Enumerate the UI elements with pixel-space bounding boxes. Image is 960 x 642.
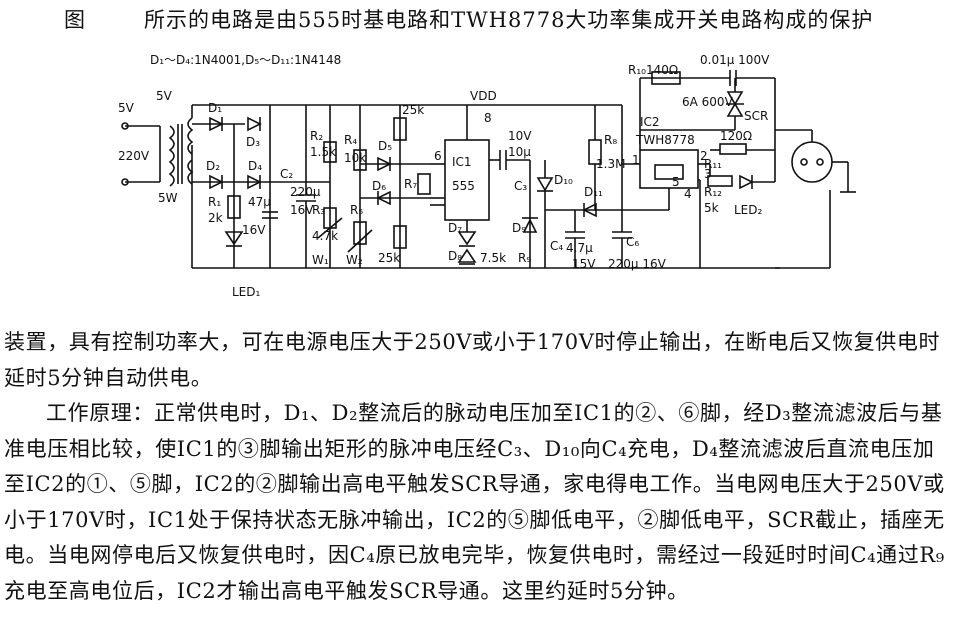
- label-ic2-pin3: 3: [704, 167, 712, 181]
- label-w2-value: 25k: [378, 251, 400, 265]
- label-r2: R₂: [310, 129, 323, 143]
- label-r7: R₇: [404, 177, 417, 191]
- label-ic2-pin1: 1: [632, 153, 640, 167]
- label-r10: R₁₀140Ω: [628, 63, 678, 77]
- label-d2: D₂: [206, 159, 220, 173]
- label-led1: LED₁: [232, 285, 261, 299]
- circuit-schematic: D₁～D₄:1N4001,D₅～D₁₁:1N4148 5V 5V 220V 5W…: [118, 53, 856, 299]
- label-snubber-cap: 0.01μ 100V: [700, 53, 770, 67]
- label-ic1: IC1: [452, 155, 472, 169]
- label-ic2: IC2: [640, 115, 660, 129]
- caption-text: 所示的电路是由555时基电路和TWH8778大功率集成开关电路构成的保护: [144, 8, 874, 32]
- label-r5-value: 25k: [402, 103, 424, 117]
- label-d5: D₅: [378, 139, 392, 153]
- label-twh8778: TWH8778: [635, 133, 695, 147]
- label-220v: 220V: [118, 149, 150, 163]
- label-15v: 15V: [572, 257, 596, 271]
- label-c4: C₄: [550, 239, 563, 253]
- label-d10: D₁₀: [554, 173, 573, 187]
- label-c3-cap: 10μ: [508, 145, 531, 159]
- label-c2-value: 47μ: [248, 195, 271, 209]
- label-r1-value: 2k: [208, 211, 223, 225]
- label-d3: D₃: [246, 135, 260, 149]
- label-5w: 5W: [158, 191, 178, 205]
- label-r3: R₃: [312, 203, 325, 217]
- label-ic1-pin8: 8: [484, 111, 492, 125]
- label-r12-value: 5k: [704, 201, 719, 215]
- label-220u: 220μ: [290, 185, 321, 199]
- label-d4: D₄: [248, 159, 262, 173]
- label-16v-b: 16V: [290, 203, 314, 217]
- label-d9: D₉: [512, 221, 526, 235]
- label-c6-value: 220μ 16V: [608, 257, 667, 271]
- label-r3-value: 4.7k: [312, 229, 338, 243]
- label-ic1-pin6: 6: [434, 149, 442, 163]
- label-r11: R₁₁: [704, 157, 722, 171]
- label-d11: D₁₁: [584, 185, 603, 199]
- label-5v-sec: 5V: [156, 89, 173, 103]
- label-r1: R₁: [208, 195, 221, 209]
- label-w2: W₂: [346, 253, 363, 267]
- diode-note: D₁～D₄:1N4001,D₅～D₁₁:1N4148: [150, 53, 341, 67]
- label-r2-value: 1.5k: [310, 145, 336, 159]
- label-c6: C₆: [626, 235, 639, 249]
- figure-label: 图: [64, 8, 86, 32]
- label-5v-in: 5V: [118, 101, 135, 115]
- label-r5: R₅: [350, 203, 363, 217]
- label-c3-voltage: 10V: [508, 129, 532, 143]
- label-555: 555: [452, 179, 475, 193]
- label-d7: D₇: [448, 221, 462, 235]
- label-r4-value: 10k: [344, 151, 366, 165]
- label-c4-value: 4.7μ: [566, 241, 593, 255]
- label-r9-value: 7.5k: [480, 251, 506, 265]
- label-16v-a: 16V: [242, 223, 266, 237]
- label-c2: C₂: [280, 167, 293, 181]
- label-d1: D₁: [208, 101, 222, 115]
- label-c3: C₃: [514, 179, 527, 193]
- label-r9: R₉: [518, 251, 531, 265]
- label-d6: D₆: [372, 179, 386, 193]
- label-r12: R₁₂: [704, 185, 722, 199]
- label-ic2-pin5: 5: [672, 175, 680, 189]
- label-w1: W₁: [312, 253, 329, 267]
- label-scr-rating: 6A 600V: [682, 95, 734, 109]
- label-led2: LED₂: [734, 203, 763, 217]
- label-r4: R₄: [344, 133, 357, 147]
- label-r8-value: 1.3M: [596, 157, 625, 171]
- label-ic2-pin4: 4: [684, 187, 692, 201]
- label-vdd: VDD: [470, 89, 497, 103]
- paragraph-principle: 工作原理：正常供电时，D₁、D₂整流后的脉动电压加至IC1的②、⑥脚，经D₃整流…: [4, 401, 945, 603]
- label-ic2-pin2: 2: [700, 149, 708, 163]
- label-d8: D₈: [448, 249, 462, 263]
- label-scr: SCR: [744, 109, 768, 123]
- paragraph-intro: 装置，具有控制功率大，可在电源电压大于250V或小于170V时停止输出，在断电后…: [4, 330, 941, 390]
- label-r11-value: 120Ω: [720, 129, 752, 143]
- figure-caption-line: 图 所示的电路是由555时基电路和TWH8778大功率集成开关电路构成的保护: [64, 4, 873, 34]
- label-r8: R₈: [604, 133, 617, 147]
